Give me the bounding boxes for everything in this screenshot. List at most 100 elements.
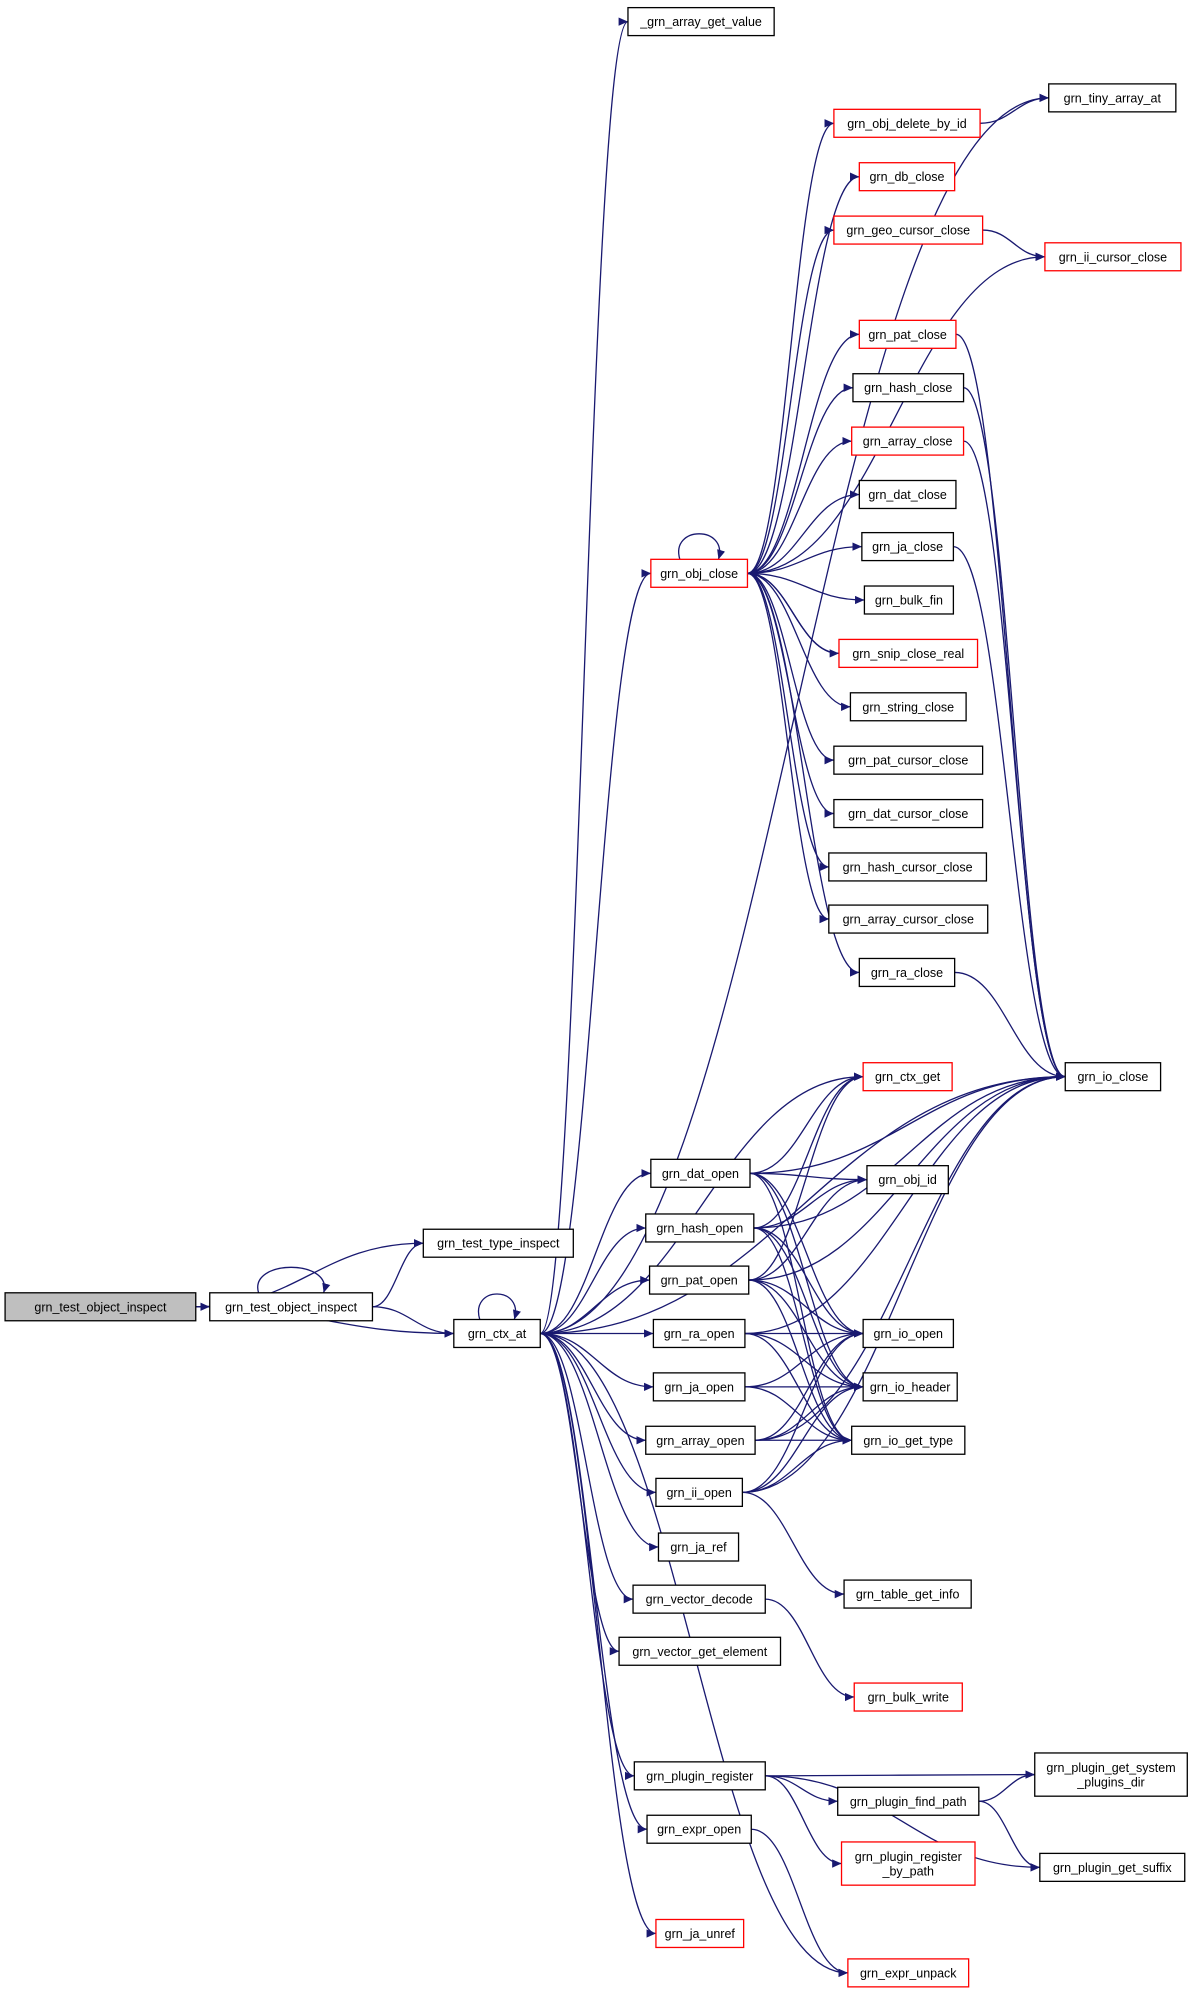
node-toi[interactable]: grn_test_object_inspect [209, 1292, 374, 1322]
edge-toi-to-ctxat [372, 1306, 454, 1338]
node-arro-label-0: grn_array_open [656, 1434, 744, 1448]
node-jaunref[interactable]: grn_ja_unref [655, 1918, 745, 1949]
node-pato[interactable]: grn_pat_open [648, 1265, 750, 1295]
node-bulkf[interactable]: grn_bulk_fin [863, 585, 955, 615]
edge-ctxat-to-preg [540, 1332, 635, 1780]
nodes-layer: grn_test_object_inspect grn_test_object_i… [4, 6, 1188, 1988]
node-preg[interactable]: grn_plugin_register [633, 1761, 766, 1791]
node-expru[interactable]: grn_expr_unpack [847, 1958, 970, 1988]
edge-objc-to-patc [747, 330, 860, 574]
node-jao[interactable]: grn_ja_open [652, 1372, 746, 1402]
edge-ctxat-to-agv [539, 17, 629, 1335]
node-rao[interactable]: grn_ra_open [652, 1318, 746, 1349]
edge-dato-to-ioh [749, 1172, 864, 1391]
node-jac-label-0: grn_ja_close [872, 540, 943, 554]
node-bulkw[interactable]: grn_bulk_write [853, 1682, 963, 1712]
edge-hasho-to-ioo [753, 1227, 864, 1338]
node-datc-label-0: grn_dat_close [868, 488, 947, 502]
node-tti-label-0: grn_test_type_inspect [437, 1237, 560, 1251]
node-jaref-box [657, 1532, 740, 1562]
node-agv[interactable]: _grn_array_get_value [627, 6, 775, 37]
node-pfind-label-0: grn_plugin_find_path [850, 1795, 967, 1809]
node-geoc[interactable]: grn_geo_cursor_close [833, 215, 984, 245]
edge-jao-to-iogt [744, 1386, 852, 1445]
node-vdec[interactable]: grn_vector_decode [632, 1584, 766, 1614]
node-vget-label-0: grn_vector_get_element [632, 1645, 767, 1659]
node-pregp-label-0: grn_plugin_register [855, 1850, 962, 1864]
node-pfind[interactable]: grn_plugin_find_path [837, 1786, 980, 1816]
node-expro[interactable]: grn_expr_open [646, 1814, 752, 1844]
node-dbc[interactable]: grn_db_close [858, 162, 956, 192]
node-strc-box [849, 692, 967, 722]
edge-objc-to-arrcc [747, 572, 829, 924]
node-expro-label-0: grn_expr_open [657, 1823, 741, 1837]
node-jaunref-label-0: grn_ja_unref [665, 1927, 736, 1941]
node-datcc[interactable]: grn_dat_cursor_close [833, 798, 984, 829]
node-ctxget[interactable]: grn_ctx_get [862, 1062, 953, 1092]
node-tti[interactable]: grn_test_type_inspect [422, 1228, 574, 1258]
node-iogt-label-0: grn_io_get_type [863, 1434, 953, 1448]
edge-hasho-to-ctxget [753, 1072, 864, 1229]
node-iio[interactable]: grn_ii_open [655, 1477, 744, 1508]
node-hashc-label-0: grn_hash_close [864, 381, 952, 395]
node-arrcc[interactable]: grn_array_cursor_close [828, 904, 989, 934]
edge-ctxat-to-expro [540, 1332, 648, 1834]
node-iogt[interactable]: grn_io_get_type [851, 1425, 966, 1455]
node-root-label-0: grn_test_object_inspect [34, 1300, 167, 1314]
node-dato[interactable]: grn_dat_open [650, 1158, 751, 1188]
node-ioo[interactable]: grn_io_open [862, 1318, 955, 1349]
node-hasho[interactable]: grn_hash_open [645, 1213, 755, 1243]
node-iic[interactable]: grn_ii_cursor_close [1044, 242, 1182, 272]
edge-dato-to-ctxget [749, 1072, 864, 1174]
edge-objc-to-dbc [747, 172, 860, 574]
edge-ctxat-to-vdec [540, 1332, 634, 1604]
node-patcc-label-0: grn_pat_cursor_close [848, 754, 968, 768]
node-objid[interactable]: grn_obj_id [866, 1165, 949, 1195]
edge-objc-to-objc [678, 533, 726, 560]
node-ctxat[interactable]: grn_ctx_at [453, 1318, 541, 1349]
edge-iio-to-ioo [742, 1329, 864, 1494]
node-arro[interactable]: grn_array_open [645, 1425, 756, 1455]
node-strc[interactable]: grn_string_close [849, 692, 967, 722]
edge-preg-to-psuf [765, 1775, 1040, 1872]
node-pregp[interactable]: grn_plugin_register_by_path [840, 1841, 976, 1886]
node-geoc-label-0: grn_geo_cursor_close [846, 224, 970, 238]
node-dbc-label-0: grn_db_close [869, 170, 944, 184]
node-preg-box [633, 1761, 766, 1791]
node-snip[interactable]: grn_snip_close_real [838, 638, 979, 669]
node-hashcc[interactable]: grn_hash_cursor_close [828, 852, 988, 882]
node-datc[interactable]: grn_dat_close [858, 479, 957, 510]
node-vdec-box [632, 1584, 766, 1614]
node-objid-box [866, 1165, 949, 1195]
node-patc-box [858, 319, 957, 349]
edge-objc-to-hashcc [747, 572, 829, 872]
node-tgi[interactable]: grn_table_get_info [843, 1579, 972, 1609]
node-ioc[interactable]: grn_io_close [1064, 1062, 1162, 1092]
node-rac[interactable]: grn_ra_close [858, 957, 956, 988]
node-patc[interactable]: grn_pat_close [858, 319, 957, 349]
node-iic-label-0: grn_ii_cursor_close [1059, 250, 1167, 264]
edge-arrc-to-ioc [963, 440, 1066, 1081]
node-psuf-box [1039, 1852, 1186, 1883]
node-hashc[interactable]: grn_hash_close [852, 373, 965, 403]
edge-pato-to-objid [748, 1175, 867, 1281]
node-iic-box [1044, 242, 1182, 272]
node-objc[interactable]: grn_obj_close [650, 558, 749, 588]
node-ioh[interactable]: grn_io_header [862, 1372, 958, 1402]
node-psys-label-1: _plugins_dir [1076, 1775, 1144, 1789]
node-rao-box [652, 1318, 746, 1349]
node-psys[interactable]: grn_plugin_get_system_plugins_dir [1034, 1752, 1188, 1797]
node-jaref[interactable]: grn_ja_ref [657, 1532, 740, 1562]
node-patcc[interactable]: grn_pat_cursor_close [833, 745, 984, 775]
node-arrc[interactable]: grn_array_close [851, 426, 965, 456]
node-hashc-box [852, 373, 965, 403]
edge-objc-to-hashc [747, 383, 853, 574]
node-ioc-label-0: grn_io_close [1077, 1070, 1148, 1084]
node-tiny[interactable]: grn_tiny_array_at [1048, 83, 1177, 113]
node-root[interactable]: grn_test_object_inspect [4, 1292, 197, 1322]
node-jac[interactable]: grn_ja_close [861, 531, 955, 562]
node-bulkf-box [863, 585, 955, 615]
node-vget[interactable]: grn_vector_get_element [618, 1636, 782, 1666]
node-psuf[interactable]: grn_plugin_get_suffix [1039, 1852, 1186, 1883]
node-odel[interactable]: grn_obj_delete_by_id [833, 108, 981, 138]
